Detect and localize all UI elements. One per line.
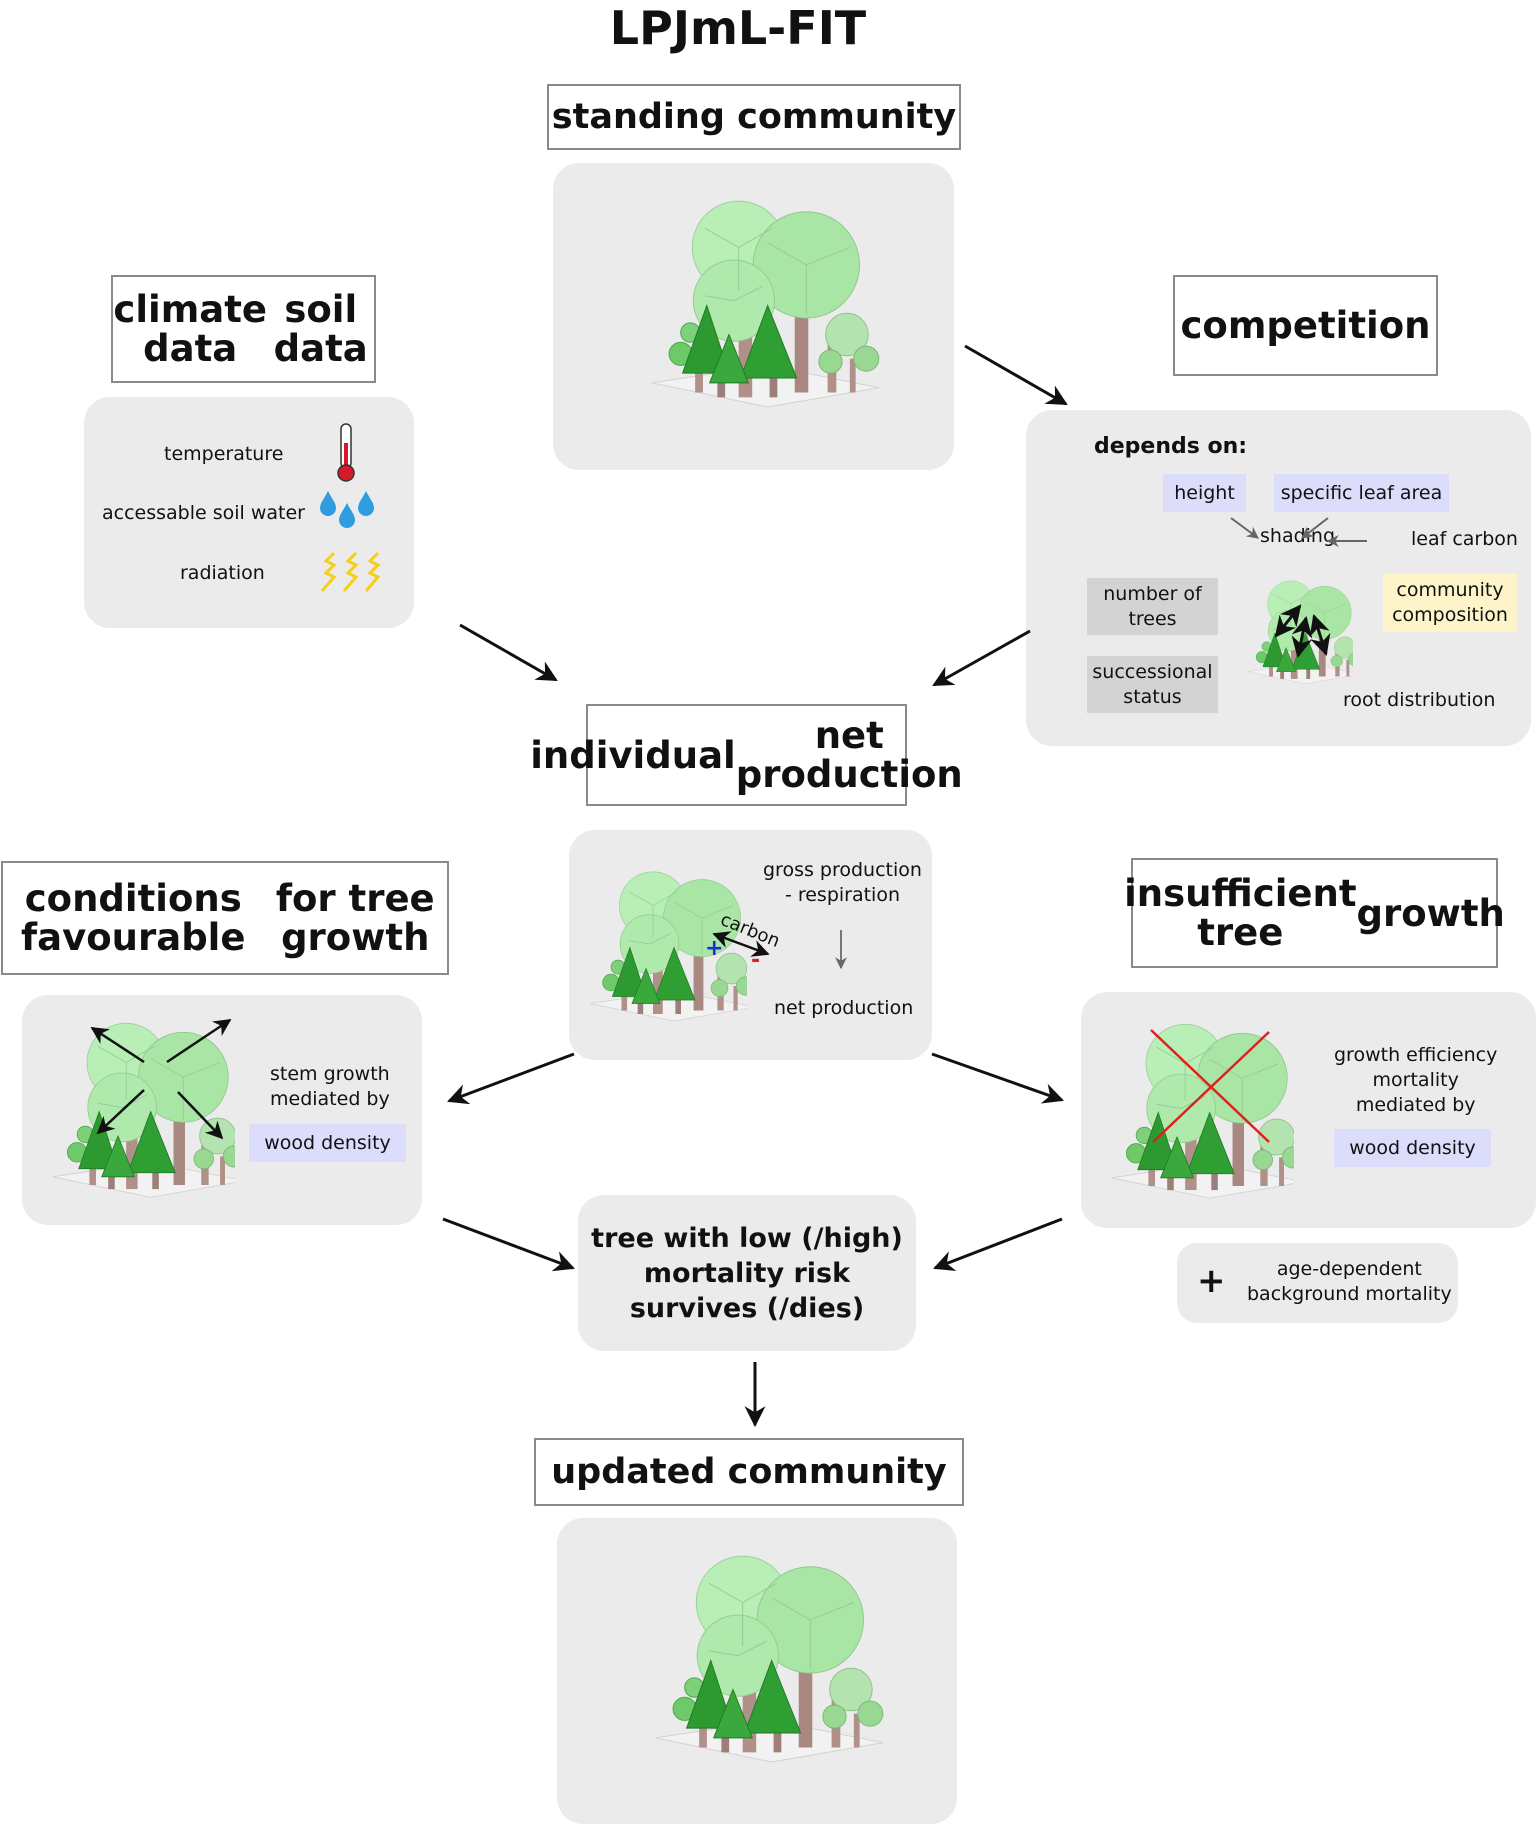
arrow-production-to-insufficient [931,1052,1064,1104]
wood-density-tag: wood density [249,1124,406,1162]
leaf-carbon-label: leaf carbon [1411,528,1518,550]
updated-community-heading: updated community [534,1438,964,1506]
production-panel: gross production- respiration net produc… [569,830,932,1060]
production-arrows [712,930,847,970]
shading-label: shading [1260,525,1336,547]
net-production-label: net production [774,997,914,1019]
height-tag: height [1163,474,1246,512]
cross-icon [1150,1029,1270,1143]
root-distribution-label: root distribution [1343,689,1496,711]
water-drops-icon [320,491,374,528]
competition-arrows [1230,517,1367,547]
depends-on-label: depends on: [1094,434,1248,459]
soil-water-label: accessable soil water [102,502,305,524]
radiation-label: radiation [180,562,265,584]
competition-heading: competition [1173,275,1438,376]
arrow-favourable-to-survival [442,1217,575,1272]
arrow-inputs-to-production [459,623,558,682]
standing-community-heading: standing community [547,84,961,150]
minus-sign: - [751,948,761,973]
growth-arrows [90,1018,232,1140]
standing-community-panel [553,163,954,470]
specific-leaf-area-tag: specific leaf area [1274,474,1449,512]
diagram-title: LPJmL-FIT [609,1,867,55]
competition-forest-icon [1248,580,1353,685]
arrow-production-to-favourable [447,1052,575,1105]
updated-community-panel [557,1518,957,1824]
competition-panel: depends on: height specific leaf area sh… [1026,410,1531,746]
survival-panel [578,1195,916,1351]
arrow-competition-to-production [932,629,1031,687]
radiation-icon [320,551,381,592]
thermometer-icon [337,423,355,482]
gross-production-label: gross production- respiration [763,859,922,906]
arrow-standing-to-competition [964,344,1068,406]
inputs-panel: temperature accessable soil water radiat… [84,397,414,628]
temperature-label: temperature [164,443,284,465]
arrow-insufficient-to-survival [933,1217,1063,1271]
plus-sign-large: + [1197,1261,1226,1301]
wood-density-tag-2: wood density [1334,1129,1491,1167]
